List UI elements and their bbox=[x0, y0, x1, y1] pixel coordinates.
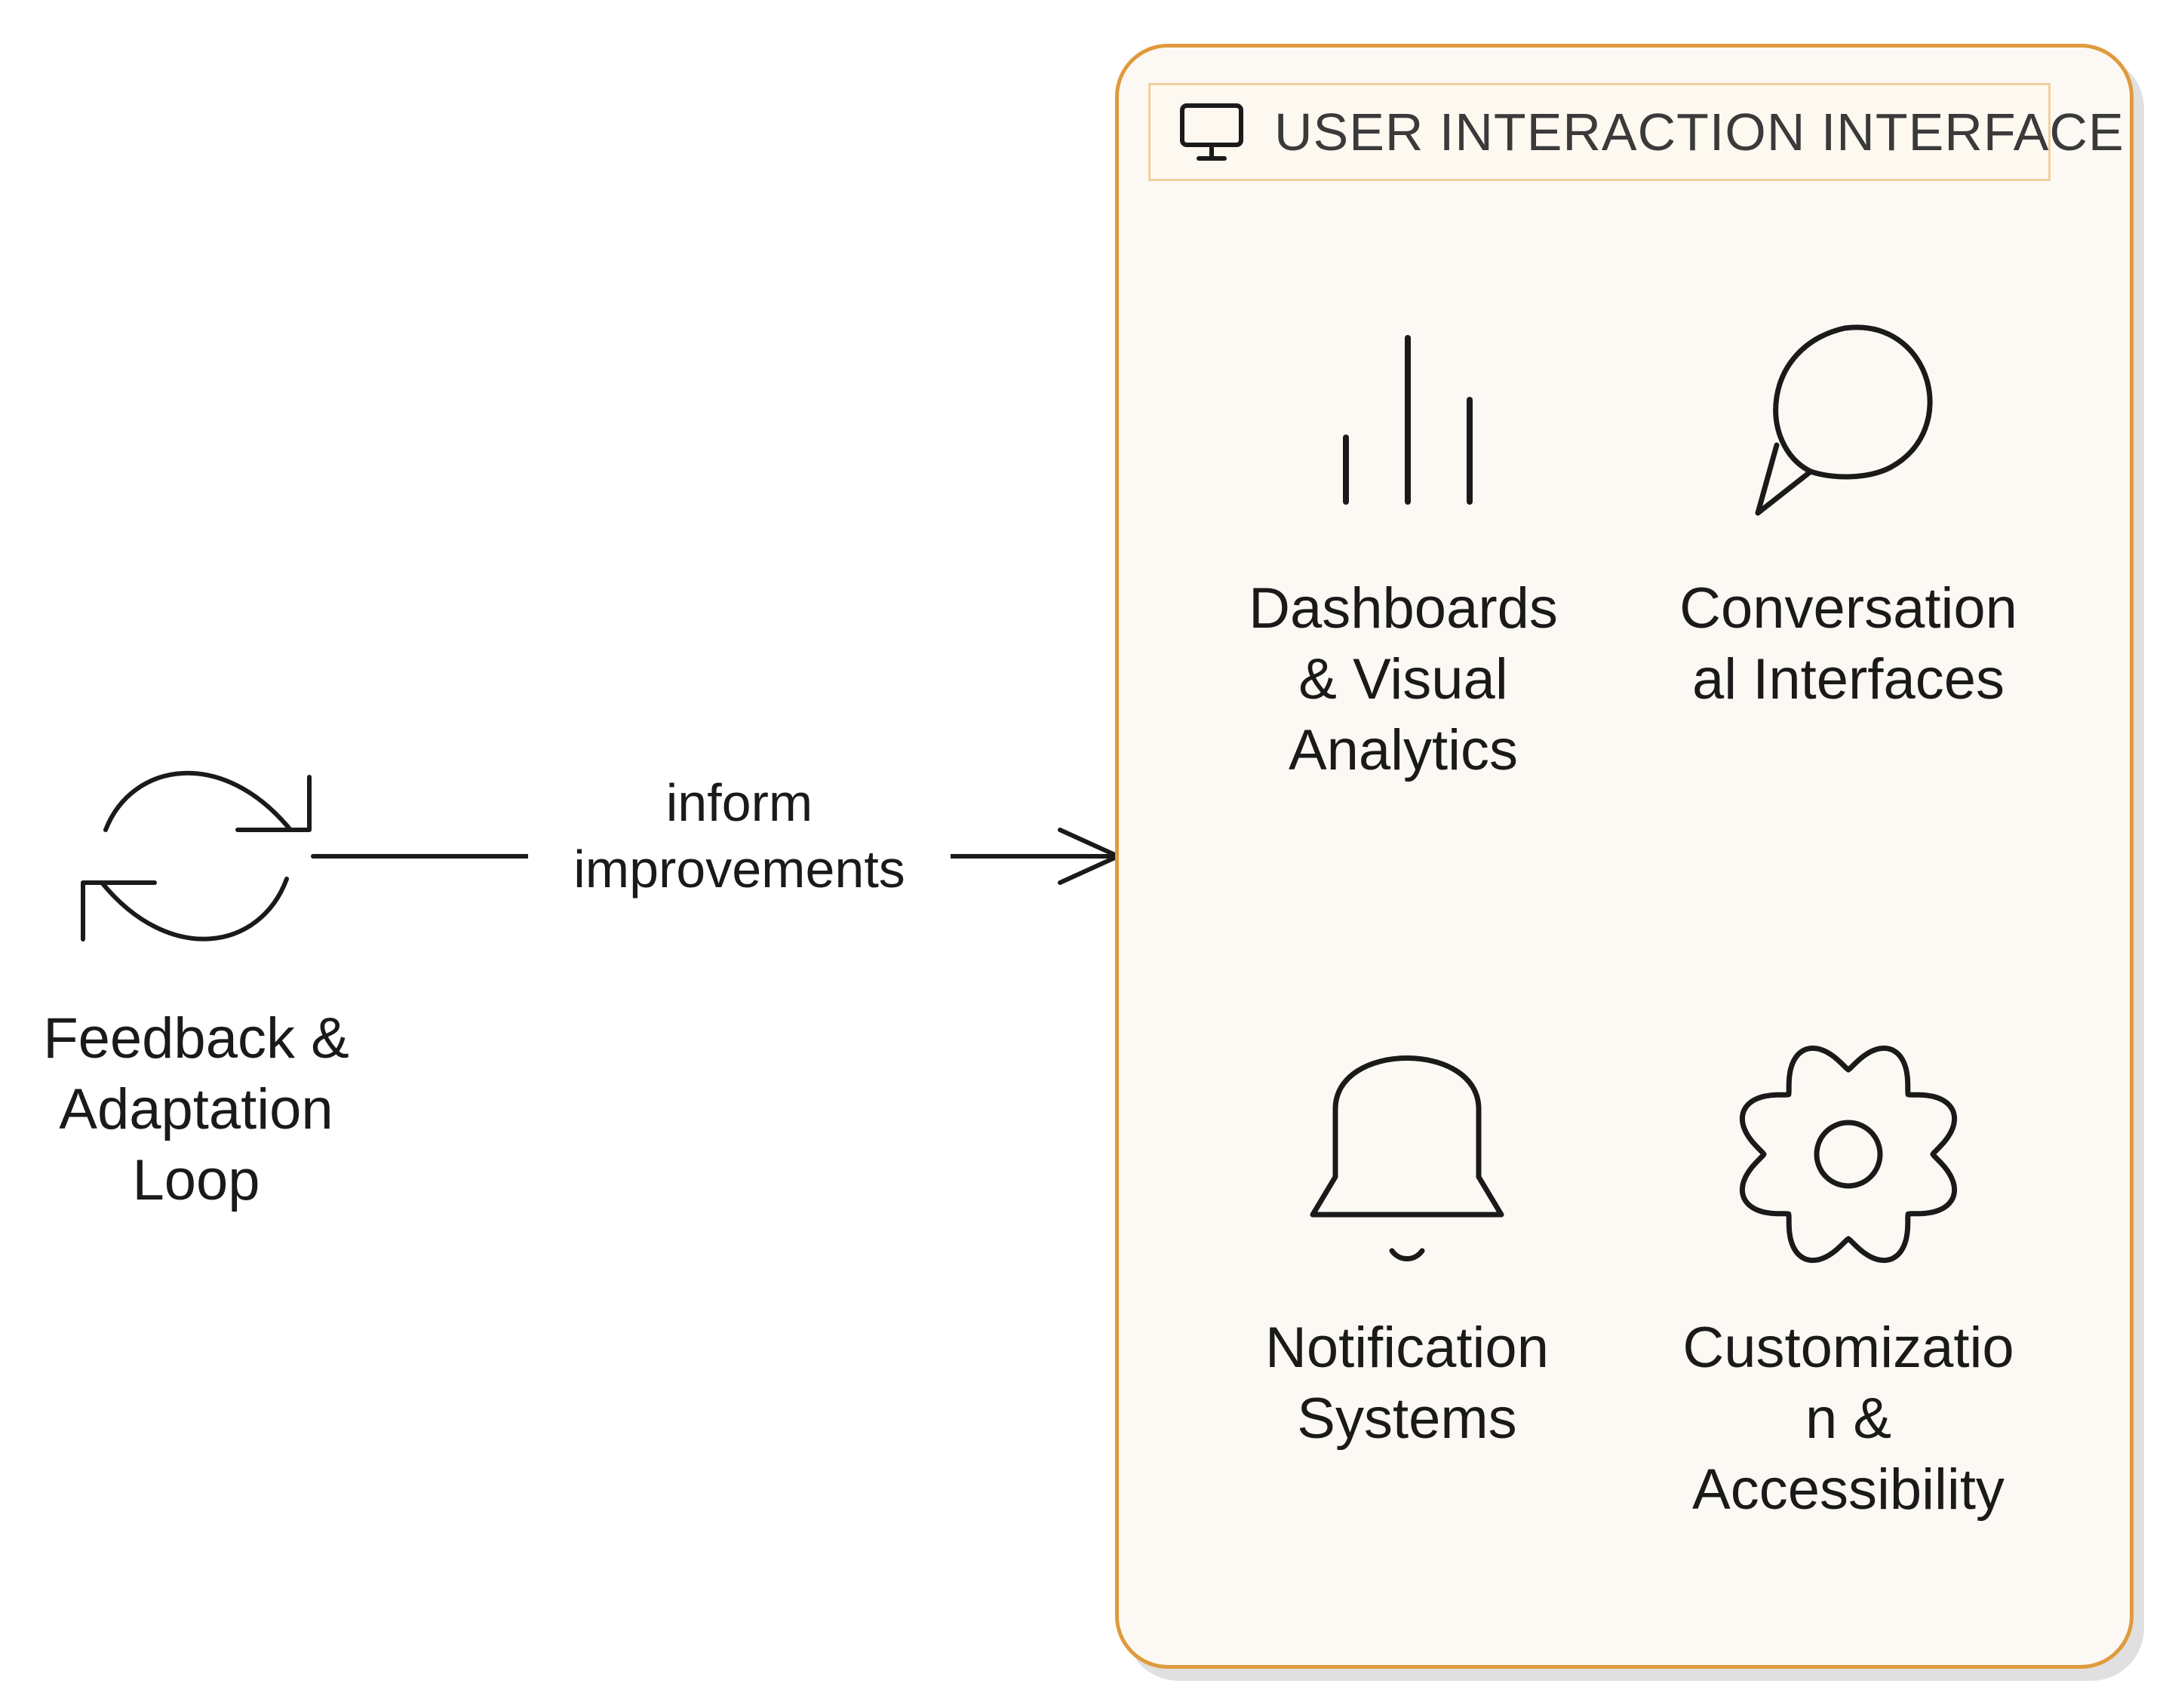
group-header: USER INTERACTION INTERFACE bbox=[1148, 83, 2124, 181]
connector-label-line: improvements bbox=[573, 840, 905, 899]
connector-label-line: inform bbox=[665, 773, 813, 832]
connector-label: inform improvements bbox=[528, 770, 951, 902]
component-label-line: Conversation bbox=[1679, 576, 2017, 640]
gear-icon bbox=[1739, 1045, 1958, 1264]
monitor-icon bbox=[1180, 103, 1243, 161]
feedback-loop-label: Feedback & Adaptation Loop bbox=[15, 1003, 377, 1216]
component-label-line: n & bbox=[1805, 1387, 1892, 1451]
chat-bubble-icon bbox=[1755, 324, 1933, 516]
component-label-line: Systems bbox=[1297, 1387, 1517, 1451]
component-label-line: Accessibility bbox=[1692, 1458, 2005, 1522]
component-label-line: Notification bbox=[1265, 1316, 1549, 1380]
refresh-cycle-icon bbox=[81, 770, 312, 942]
user-interaction-interface-group bbox=[1115, 44, 2134, 1669]
component-label-line: al Interfaces bbox=[1692, 647, 2005, 711]
feedback-loop-label-line: Feedback & bbox=[43, 1006, 349, 1071]
feedback-loop-label-line: Adaptation bbox=[59, 1077, 333, 1141]
feedback-loop-label-line: Loop bbox=[132, 1148, 260, 1212]
bell-icon bbox=[1310, 1055, 1504, 1261]
component-label-line: & Visual bbox=[1298, 647, 1508, 711]
component-label-notification: Notification Systems bbox=[1207, 1313, 1607, 1455]
bar-chart-icon bbox=[1343, 335, 1473, 505]
component-label-conversational: Conversation al Interfaces bbox=[1645, 573, 2052, 715]
component-label-dashboards: Dashboards & Visual Analytics bbox=[1207, 573, 1599, 786]
group-title: USER INTERACTION INTERFACE bbox=[1274, 103, 2124, 161]
component-label-line: Customizatio bbox=[1682, 1316, 2014, 1380]
component-label-customization: Customizatio n & Accessibility bbox=[1645, 1313, 2052, 1525]
component-label-line: Dashboards bbox=[1249, 576, 1558, 640]
component-label-line: Analytics bbox=[1288, 718, 1519, 782]
